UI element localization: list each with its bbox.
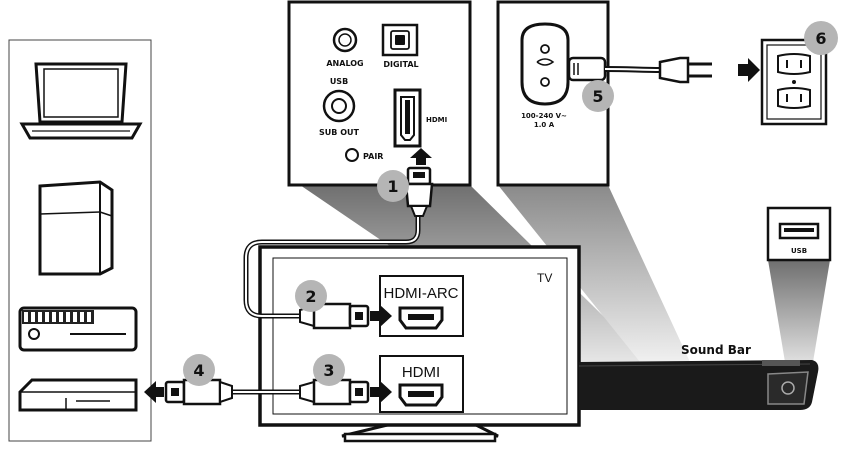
hdmi-label: HDMI — [402, 364, 440, 381]
xbox-console-icon — [18, 306, 138, 352]
digital-optical-port[interactable] — [381, 23, 419, 57]
usb-panel-label: USB — [791, 247, 807, 255]
svg-text:6: 6 — [815, 29, 826, 48]
up-arrow-icon — [410, 148, 432, 165]
hdmi-cable-arc — [243, 166, 434, 330]
pair-button[interactable] — [345, 148, 359, 162]
wall-outlet-icon — [760, 38, 828, 126]
pair-label: PAIR — [363, 152, 383, 161]
power-socket-icon — [520, 22, 570, 106]
soundbar-logo-icon — [767, 371, 809, 405]
svg-text:2: 2 — [305, 287, 316, 306]
analog-jack[interactable] — [332, 27, 358, 53]
sub-out-label: SUB OUT — [319, 128, 359, 137]
hdmi-port[interactable] — [398, 383, 444, 407]
step-badge-3: 3 — [313, 354, 345, 386]
svg-text:5: 5 — [592, 87, 603, 106]
svg-text:4: 4 — [193, 361, 204, 380]
wall-plug — [658, 56, 690, 84]
audio-ports-panel: ANALOG DIGITAL USB SUB OUT HDMI PAIR — [287, 0, 472, 187]
tv: TV HDMI-ARC HDMI — [258, 245, 581, 443]
svg-text:3: 3 — [323, 361, 334, 380]
hdmi-connector-3 — [299, 378, 370, 406]
sub-out-jack[interactable] — [322, 89, 356, 123]
analog-label: ANALOG — [326, 59, 363, 68]
hdmi-arc-label: HDMI-ARC — [384, 285, 459, 302]
hdmi-port-vertical[interactable] — [393, 88, 422, 148]
hdmi-connector-1 — [404, 166, 434, 217]
game-console-icon — [38, 180, 114, 276]
step-badge-5: 5 — [582, 80, 614, 112]
usb-panel: USB — [766, 206, 832, 262]
beam-power-to-soundbar — [498, 185, 690, 362]
laptop-icon — [19, 62, 143, 140]
usb-label: USB — [330, 77, 348, 86]
step-badges: 1 2 3 4 5 6 — [183, 21, 838, 386]
step-badge-2: 2 — [295, 280, 327, 312]
set-top-box-icon — [18, 378, 138, 412]
hdmi-port-label: HDMI — [426, 116, 447, 124]
power-cable — [567, 56, 760, 84]
hdmi-arrow-icon — [370, 381, 392, 403]
step-badge-1: 1 — [377, 170, 409, 202]
soundbar-label: Sound Bar — [681, 343, 751, 357]
power-rating-line2: 1.0 A — [534, 121, 555, 129]
right-arrow-icon — [738, 58, 760, 82]
arc-arrow-icon — [370, 305, 392, 327]
svg-text:1: 1 — [387, 177, 398, 196]
hdmi-connector-2 — [299, 302, 370, 330]
device-arrow-icon — [144, 381, 164, 403]
tv-label: TV — [537, 271, 552, 285]
digital-label: DIGITAL — [383, 60, 418, 69]
beam-usb-to-soundbar — [768, 260, 830, 368]
device-column-frame — [8, 39, 152, 442]
step-badge-4: 4 — [183, 354, 215, 386]
soundbar: Sound Bar — [578, 343, 819, 410]
hdmi-cable-device — [144, 378, 392, 406]
power-rating-line1: 100-240 V~ — [521, 112, 567, 120]
device-column — [8, 39, 152, 442]
usb-port-icon[interactable] — [778, 222, 820, 240]
hdmi-arc-port[interactable] — [398, 306, 444, 330]
step-badge-6: 6 — [804, 21, 838, 55]
